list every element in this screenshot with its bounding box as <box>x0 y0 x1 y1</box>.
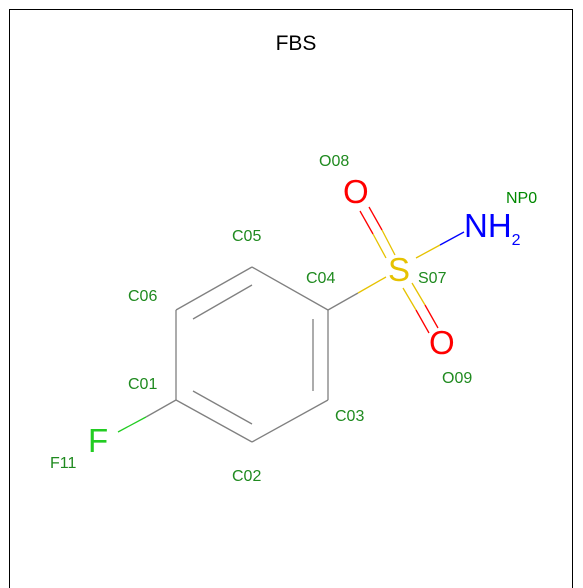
bond-s-o09-b-sulfur <box>402 287 417 311</box>
amine-subscript: 2 <box>512 232 521 249</box>
bond-s-o08-b-sulfur <box>372 233 387 259</box>
atom-label-c06: C06 <box>128 288 157 305</box>
atom-labels: C01 C02 C03 C04 C05 C06 S07 O08 O09 NP0 … <box>50 153 537 485</box>
aromatic-bond-c01-c02 <box>192 390 253 425</box>
sulfur-symbol: S <box>388 251 410 288</box>
bond-c01-f-fluorine-half <box>117 416 147 433</box>
bond-s-o09-b-oxygen <box>415 309 430 334</box>
atom-label-f11: F11 <box>50 455 76 472</box>
oxygen-o08-symbol: O <box>343 173 369 210</box>
atom-label-o09: O09 <box>442 370 472 387</box>
atom-label-c01: C01 <box>128 376 157 393</box>
bond-c04-s-sulfur-half <box>357 276 387 294</box>
atom-label-c05: C05 <box>232 228 261 245</box>
molecule-title: FBS <box>276 32 317 55</box>
bond-s-n-nitrogen-half <box>439 231 465 246</box>
bond-s-o09-a-sulfur <box>411 282 426 306</box>
atom-label-c04: C04 <box>306 270 335 287</box>
atom-label-np0: NP0 <box>506 190 537 207</box>
oxygen-o09-symbol: O <box>429 324 455 361</box>
atom-label-o08: O08 <box>319 153 349 170</box>
bond-c04-s-carbon-half <box>327 292 359 311</box>
amine-symbol: NH2 <box>464 207 521 249</box>
atom-label-s07: S07 <box>418 270 447 287</box>
bond-c02-c03 <box>251 399 329 443</box>
aromatic-bond-c05-c06 <box>192 284 253 320</box>
bond-c05-c06 <box>175 266 253 311</box>
bond-s-o09-a-oxygen <box>424 304 439 329</box>
fluorine-symbol: F <box>88 422 108 459</box>
atom-label-c02: C02 <box>232 468 261 485</box>
bond-c01-c02 <box>175 399 253 443</box>
amine-nh: NH <box>464 207 512 244</box>
bond-s-o08-a-oxygen <box>368 206 383 231</box>
bond-c01-f-carbon-half <box>145 399 177 418</box>
bond-s-o08-a-sulfur <box>381 229 396 256</box>
bond-c04-c05 <box>251 266 329 311</box>
bond-s-n-sulfur-half <box>415 244 441 259</box>
atom-label-c03: C03 <box>335 408 364 425</box>
benzene-ring <box>175 266 329 443</box>
bond-s-o08-b-oxygen <box>359 210 374 235</box>
diagram-frame <box>9 9 573 588</box>
